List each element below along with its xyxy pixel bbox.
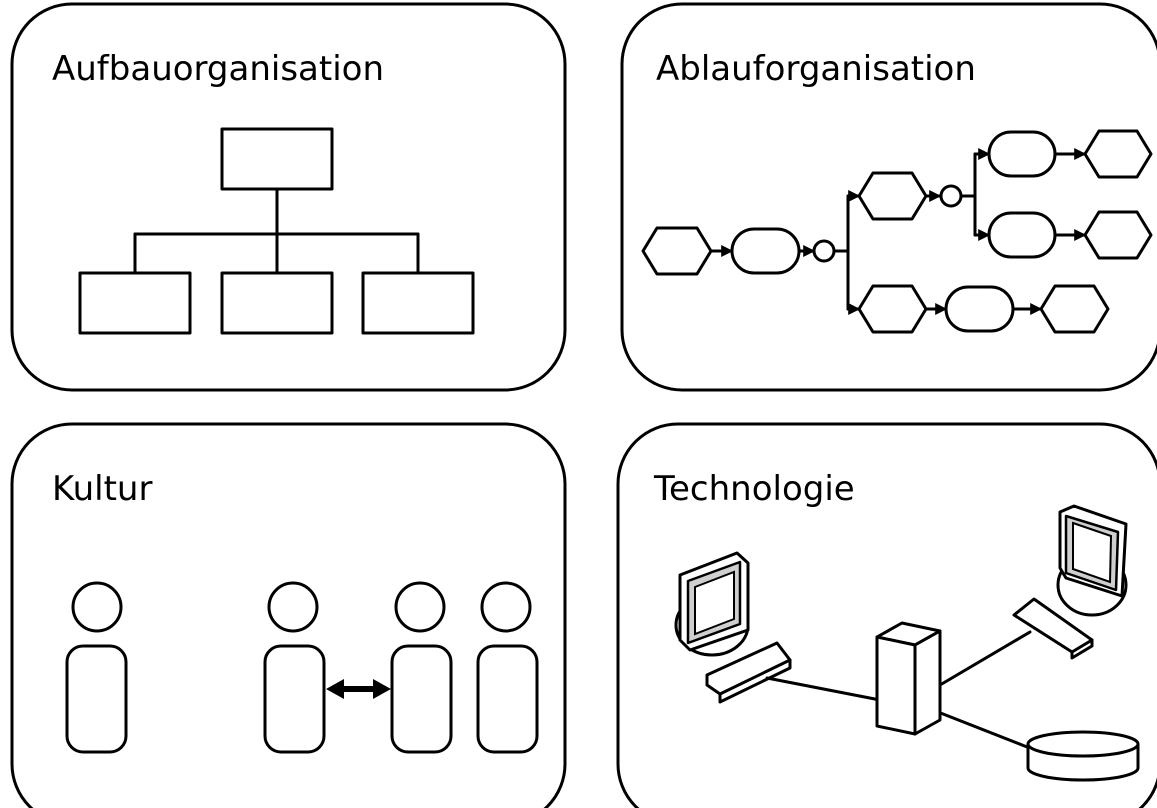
person-body [390,644,453,754]
person-body [65,644,128,754]
person-figure [263,581,326,754]
org-box-middle [220,271,334,335]
event-hexagon [857,284,928,334]
computer-monitor-icon [674,551,750,657]
person-head [480,581,532,633]
panel-frame [10,422,567,808]
person-figure [65,581,128,754]
panel-title-technologie: Technologie [653,469,855,509]
tower-side [913,629,942,736]
person-head [71,581,123,633]
server-tower-icon [875,621,942,736]
person-head [267,581,319,633]
computer-monitor-icon [1056,504,1128,617]
panel-frame [620,2,1157,392]
panel-title-aufbauorganisation: Aufbauorganisation [52,49,384,89]
keyboard-body [705,641,792,696]
keyboard-edge [1070,638,1094,660]
org-box-right [361,271,475,335]
event-hexagon [1083,129,1153,179]
process-chain [641,129,1153,334]
monitor-screen-inner [1072,521,1113,584]
org-box-top [220,127,334,191]
cable-line [765,676,882,702]
function-rounded-box [730,227,801,275]
function-rounded-box [944,285,1015,333]
function-rounded-box [987,130,1057,178]
person-head [394,581,446,633]
disk-storage-icon [1026,730,1140,782]
connector-circle [812,239,836,263]
person-body [263,644,326,754]
event-hexagon [1083,210,1153,260]
cable-line [938,630,1032,687]
panel-ablauforganisation: Ablauforganisation [620,2,1157,392]
panel-frame [616,422,1157,808]
double-arrow-icon [326,679,391,699]
connector-circle [939,184,963,208]
cable-line [936,710,1042,754]
keyboard-icon [705,641,792,704]
panel-technologie: Technologie [616,422,1157,808]
org-chart [78,127,475,335]
event-hexagon [641,226,713,276]
person-figure [390,581,453,754]
panel-kultur: Kultur [10,422,567,808]
keyboard-edge [718,658,792,704]
event-hexagon [857,171,928,221]
event-hexagon [1039,284,1110,334]
panel-title-kultur: Kultur [52,469,152,509]
disk-top [1026,730,1140,758]
tower-front [875,635,917,736]
person-figure [476,581,539,754]
keyboard-icon [1012,597,1094,660]
panel-aufbauorganisation: Aufbauorganisation [10,2,567,392]
panel-title-ablauforganisation: Ablauforganisation [656,49,976,89]
network-cables [765,630,1042,754]
org-box-left [78,271,192,335]
person-body [476,644,539,754]
panel-frame [10,2,567,392]
monitor-screen-inner [694,570,735,636]
function-rounded-box [987,211,1057,259]
